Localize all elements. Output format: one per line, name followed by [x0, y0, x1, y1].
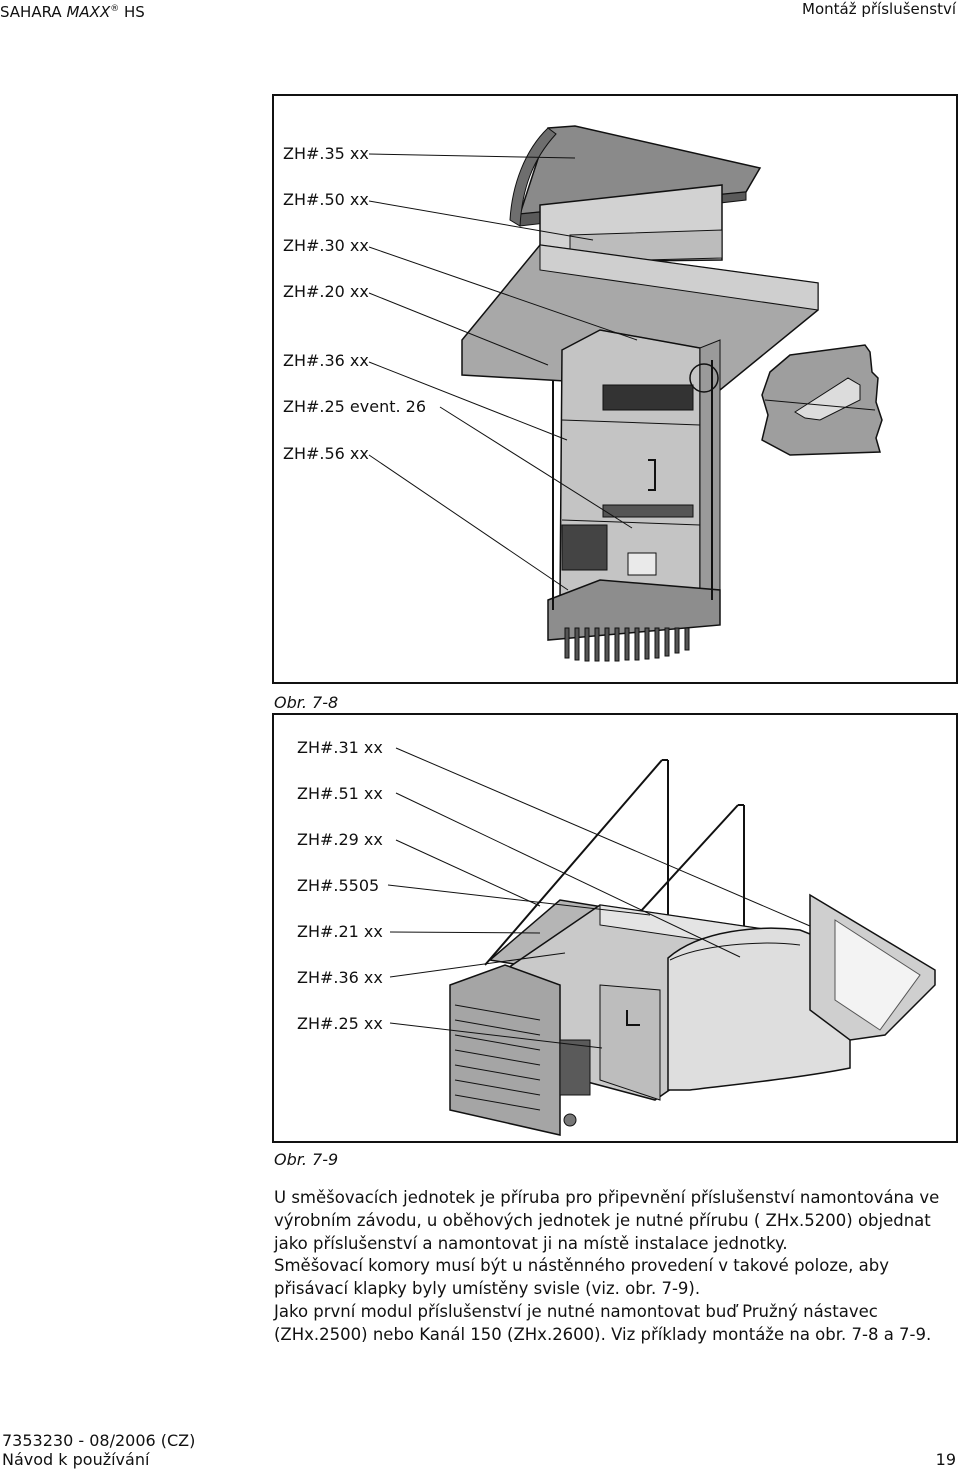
fig78-caption: Obr. 7-8	[274, 693, 339, 712]
body-paragraph-2: Směšovací komory musí být u nástěnného p…	[274, 1256, 889, 1299]
figure-7-9-frame	[272, 713, 958, 1143]
fig79-label-5: ZH#.21 xx	[297, 922, 383, 941]
footer-page-number: 19	[935, 1450, 956, 1469]
fig78-label-6: ZH#.25 event. 26	[283, 397, 427, 416]
fig78-label-1: ZH#.35 xx	[283, 144, 369, 163]
figure-7-8-frame	[272, 94, 958, 684]
figure-7-9-drawing	[387, 747, 936, 1136]
fig78-label-2: ZH#.50 xx	[283, 190, 369, 209]
fig79-label-2: ZH#.51 xx	[297, 784, 383, 803]
footer-manual-label: Návod k používání	[2, 1450, 150, 1469]
fig79-label-7: ZH#.25 xx	[297, 1014, 383, 1033]
body-text: U směšovacích jednotek je příruba pro př…	[274, 1187, 960, 1347]
footer-doc-number: 7353230 - 08/2006 (CZ)	[2, 1431, 196, 1450]
fig78-label-7: ZH#.56 xx	[283, 444, 369, 463]
header-product: SAHARA MAXX® HS	[0, 3, 145, 21]
header-section: Montáž příslušenství	[802, 0, 956, 18]
fig79-caption: Obr. 7-9	[274, 1150, 339, 1169]
fig79-label-4: ZH#.5505	[297, 876, 380, 895]
fig78-label-4: ZH#.20 xx	[283, 282, 369, 301]
fig79-label-3: ZH#.29 xx	[297, 830, 383, 849]
fig78-label-5: ZH#.36 xx	[283, 351, 369, 370]
fig79-label-6: ZH#.36 xx	[297, 968, 383, 987]
fig78-label-3: ZH#.30 xx	[283, 236, 369, 255]
figure-7-8-drawing	[368, 125, 883, 662]
body-paragraph-1: U směšovacích jednotek je příruba pro př…	[274, 1188, 940, 1253]
header-model: MAXX	[66, 3, 111, 21]
body-paragraph-3: Jako první modul příslušenství je nutné …	[274, 1301, 932, 1344]
header-brand: SAHARA	[0, 3, 62, 21]
header-variant: HS	[124, 3, 145, 21]
fig79-label-1: ZH#.31 xx	[297, 738, 383, 757]
